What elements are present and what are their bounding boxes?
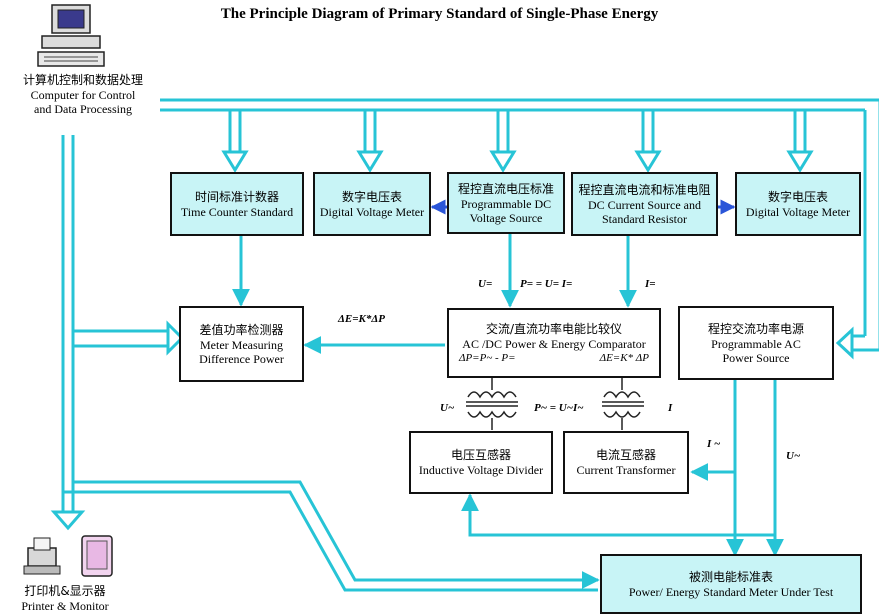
printer-monitor-icon [23,535,113,577]
label-u-dc: U= [478,278,493,290]
diagram-title: The Principle Diagram of Primary Standar… [220,6,659,22]
dc-voltage-box: 程控直流电压标准 Programmable DC Voltage Source [447,172,565,234]
dvm1-box: 数字电压表 Digital Voltage Meter [313,172,431,236]
diff-power-en1: Meter Measuring [200,337,283,352]
dvm1-cn: 数字电压表 [341,189,402,204]
label-p-ac: P~ = U~I~ [534,402,584,414]
dc-current-box: 程控直流电流和标准电阻 DC Current Source and Standa… [571,172,718,236]
ac-source-en1: Programmable AC [711,336,801,351]
dc-current-cn: 程控直流电流和标准电阻 [578,182,711,197]
dvm1-en: Digital Voltage Meter [319,204,425,219]
time-counter-cn: 时间标准计数器 [194,189,279,204]
comparator-eq-row: ΔP=P~ - P= ΔE=K* ΔP [459,351,649,365]
dvm2-box: 数字电压表 Digital Voltage Meter [735,172,861,236]
dc-voltage-en2: Voltage Source [469,210,543,225]
ct-en: Current Transformer [576,463,676,477]
comparator-box: 交流/直流功率电能比较仪 AC /DC Power & Energy Compa… [447,308,661,378]
dc-voltage-cn: 程控直流电压标准 [457,181,554,196]
computer-icon [37,4,105,67]
comparator-eq1: ΔP=P~ - P= [459,351,516,364]
dc-current-en2: Standard Resistor [602,211,687,226]
label-i-ac: I ~ [707,438,721,450]
diff-power-box: 差值功率检测器 Meter Measuring Difference Power [179,306,304,382]
ivd-cn: 电压互感器 [450,448,511,462]
ac-source-en2: Power Source [722,350,790,365]
time-counter-box: 时间标准计数器 Time Counter Standard [170,172,304,236]
printer-label-en: Printer & Monitor [21,599,109,613]
ac-source-box: 程控交流功率电源 Programmable AC Power Source [678,306,834,380]
label-u-ac: U~ [440,402,455,414]
diff-power-cn: 差值功率检测器 [199,322,284,337]
ct-box: 电流互感器 Current Transformer [563,431,689,494]
comparator-en: AC /DC Power & Energy Comparator [462,336,646,351]
computer-label-en2: and Data Processing [34,102,132,116]
ivd-en: Inductive Voltage Divider [418,463,544,477]
printer-label: 打印机&显示器 Printer & Monitor [0,584,130,613]
meter-under-test-cn: 被测电能标准表 [688,569,773,584]
dc-current-en1: DC Current Source and [588,197,701,212]
label-i-ct: I [668,402,673,414]
time-counter-en: Time Counter Standard [180,204,294,219]
meter-under-test-en: Power/ Energy Standard Meter Under Test [628,584,834,599]
comparator-cn: 交流/直流功率电能比较仪 [485,321,623,336]
label-i-dc: I= [645,278,656,290]
computer-label-en1: Computer for Control [30,88,136,102]
dvm2-en: Digital Voltage Meter [745,204,851,219]
label-delta-e: ΔE=K*ΔP [338,313,385,325]
computer-label-cn: 计算机控制和数据处理 [22,73,143,87]
printer-label-cn: 打印机&显示器 [24,584,106,598]
label-u-ac2: U~ [786,450,801,462]
label-p-dc: P= = U= I= [520,278,573,290]
dc-voltage-en1: Programmable DC [460,196,552,211]
ivd-box: 电压互感器 Inductive Voltage Divider [409,431,553,494]
ac-source-cn: 程控交流功率电源 [707,321,804,336]
comparator-eq2: ΔE=K* ΔP [599,351,649,364]
diff-power-en2: Difference Power [199,351,284,366]
computer-label: 计算机控制和数据处理 Computer for Control and Data… [8,73,158,116]
dvm2-cn: 数字电压表 [767,189,828,204]
ct-cn: 电流互感器 [595,448,656,462]
meter-under-test-box: 被测电能标准表 Power/ Energy Standard Meter Und… [600,554,862,614]
